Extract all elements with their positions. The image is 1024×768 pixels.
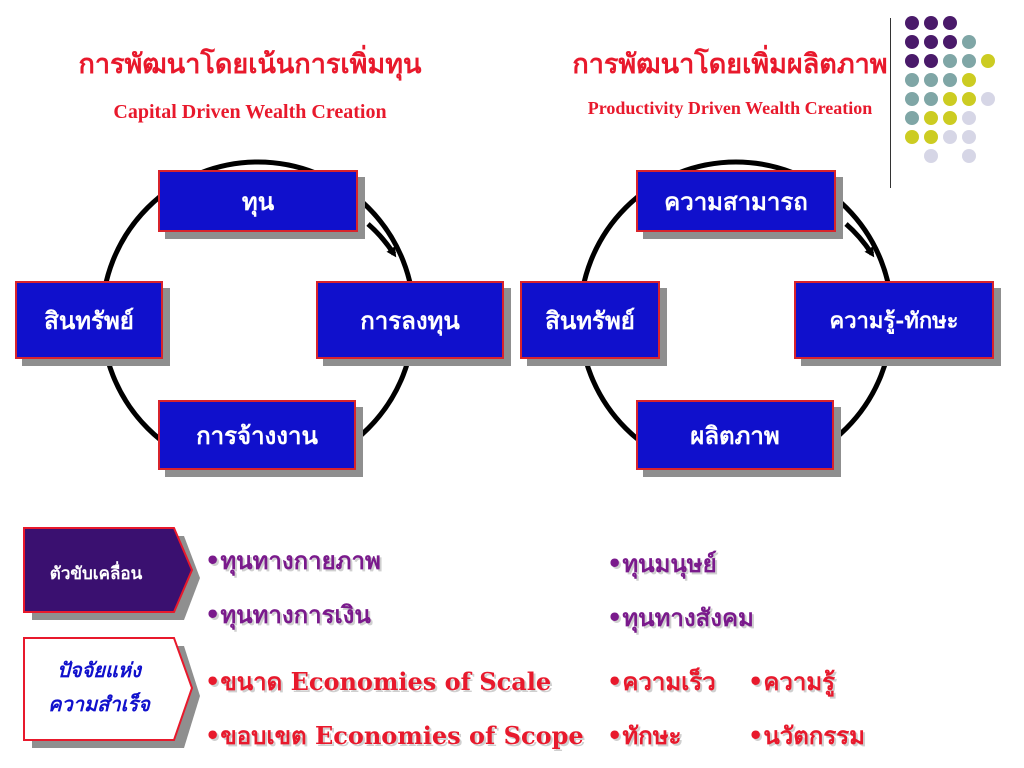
right-node-bottom-productivity: ผลิตภาพ [636, 400, 834, 470]
decorative-dot [924, 35, 938, 49]
decorative-dot [962, 73, 976, 87]
decorative-dot [924, 92, 938, 106]
decorative-dot [962, 92, 976, 106]
drivers-tag-shape [23, 527, 200, 620]
decorative-dot [943, 73, 957, 87]
driver-item: •ทุนทางสังคม [607, 603, 754, 632]
left-node-left-assets: สินทรัพย์ [15, 281, 163, 359]
driver-item: •ทุนทางกายภาพ [205, 546, 381, 575]
decorative-dot [905, 92, 919, 106]
right-cycle-arrow [844, 222, 875, 258]
left-node-right-investment: การลงทุน [316, 281, 504, 359]
success-factors-tag-line2: ความสำเร็จ [48, 692, 150, 716]
decorative-dot [962, 111, 976, 125]
right-node-right-knowledge-skills: ความรู้-ทักษะ [794, 281, 994, 359]
decorative-dot [905, 130, 919, 144]
decorative-dot [981, 92, 995, 106]
decorative-dot [943, 111, 957, 125]
left-title-english: Capital Driven Wealth Creation [113, 101, 387, 123]
left-title-thai: การพัฒนาโดยเน้นการเพิ่มทุน [78, 49, 422, 80]
decorative-dot-grid [890, 12, 1024, 188]
decorative-dot [962, 35, 976, 49]
decorative-dot [924, 16, 938, 30]
left-node-top-capital: ทุน [158, 170, 358, 232]
success-factor-item: •ขอบเขต Economies of Scope [205, 721, 584, 750]
right-node-top-capability: ความสามารถ [636, 170, 836, 232]
drivers-tag-label: ตัวขับเคลื่อน [49, 564, 143, 584]
decorative-dot [905, 35, 919, 49]
decorative-dot [962, 149, 976, 163]
left-cycle-arrow [366, 222, 397, 258]
right-title-thai: การพัฒนาโดยเพิ่มผลิตภาพ [572, 49, 888, 80]
driver-item: •ทุนทางการเงิน [205, 600, 371, 629]
decorative-dot [905, 111, 919, 125]
decorative-dot [943, 16, 957, 30]
decorative-dot [905, 73, 919, 87]
decorative-dot [962, 130, 976, 144]
decorative-dot [924, 130, 938, 144]
decorative-dot [943, 92, 957, 106]
decorative-dot [905, 54, 919, 68]
success-factor-item: •ขนาด Economies of Scale [205, 667, 552, 696]
decorative-dot [924, 73, 938, 87]
driver-item: •ทุนมนุษย์ [607, 549, 717, 578]
decorative-dot [943, 35, 957, 49]
vertical-divider-line [890, 18, 891, 188]
success-factor-item: •นวัตกรรม [748, 721, 865, 750]
success-factors-tag-line1: ปัจจัยแห่ง [57, 658, 141, 682]
success-factor-item: •ความเร็ว [607, 667, 716, 696]
left-node-bottom-employment: การจ้างงาน [158, 400, 356, 470]
right-node-left-assets: สินทรัพย์ [520, 281, 660, 359]
success-factor-item: •ทักษะ [607, 721, 682, 750]
decorative-dot [905, 16, 919, 30]
success-factors-tag-shape [23, 637, 200, 748]
decorative-dot [962, 54, 976, 68]
success-factor-item: •ความรู้ [748, 667, 836, 696]
decorative-dot [981, 54, 995, 68]
decorative-dot [943, 54, 957, 68]
right-title-english: Productivity Driven Wealth Creation [587, 98, 873, 118]
decorative-dot [924, 54, 938, 68]
decorative-dot [924, 149, 938, 163]
decorative-dot [924, 111, 938, 125]
decorative-dot [943, 130, 957, 144]
